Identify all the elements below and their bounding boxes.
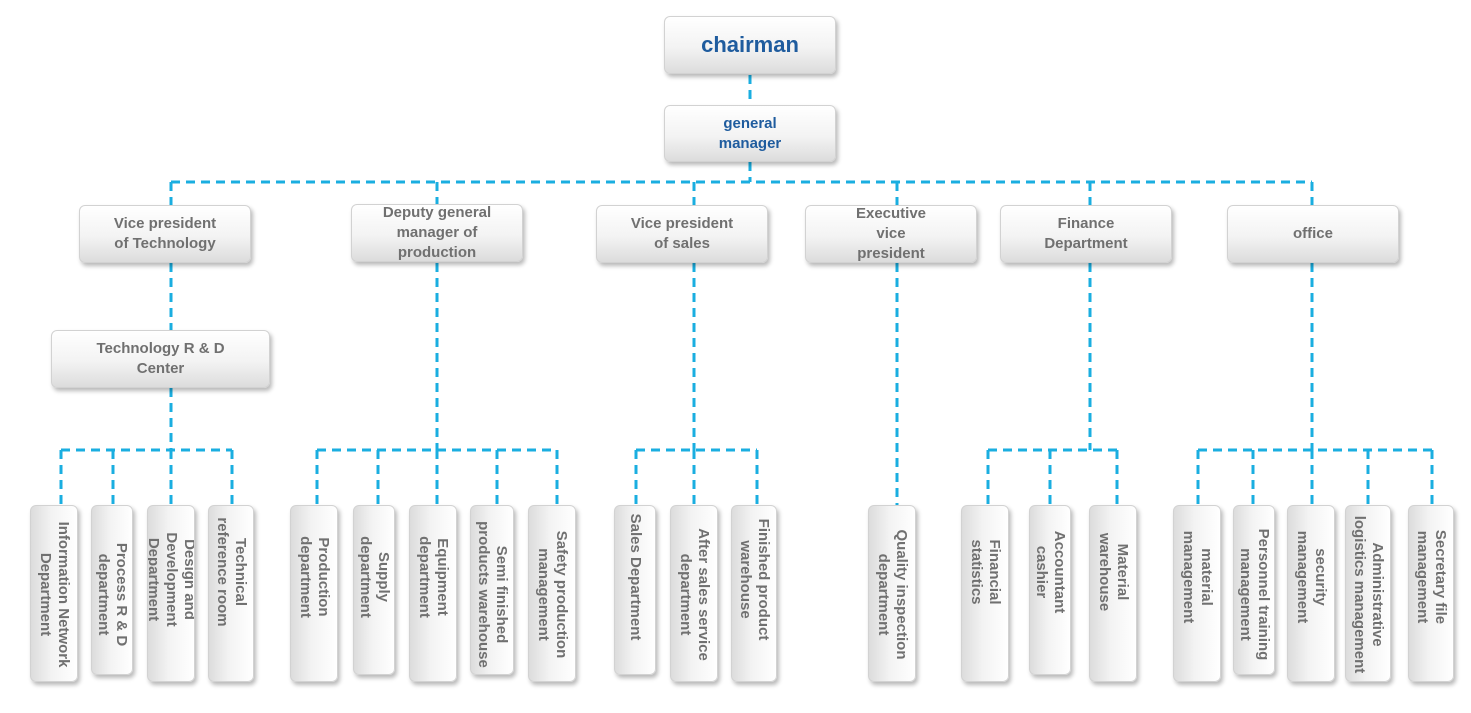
department-node: Safety production management — [528, 505, 576, 682]
branch-label: office — [1292, 225, 1333, 242]
department-node: After sales service department — [670, 505, 718, 682]
department-label: Accountant cashier — [1033, 530, 1068, 614]
connector-branch-finance — [986, 263, 1119, 505]
branch-node-executive: Executive vice president — [805, 205, 977, 263]
department-node: Technical reference room — [208, 505, 254, 682]
department-label: Equipment department — [416, 536, 451, 618]
connector-branch-sales — [634, 263, 759, 505]
department-node: Personnel training management — [1233, 505, 1275, 675]
general-manager-label: general manager — [718, 114, 782, 152]
department-node: material management — [1173, 505, 1221, 682]
department-node: Semi finished products warehouse — [470, 505, 514, 675]
department-node: Production department — [290, 505, 338, 682]
department-label: Production department — [297, 536, 332, 618]
department-label: Supply department — [357, 536, 392, 618]
branch-label: Deputy general manager of production — [382, 204, 492, 261]
department-label: Safety production management — [535, 530, 570, 659]
department-label: Semi finished products warehouse — [475, 521, 510, 668]
department-label: Administrative logistics management — [1351, 515, 1386, 674]
department-label: Financial statistics — [968, 539, 1003, 605]
branch-node-office: office — [1227, 205, 1399, 263]
connector-branch-production — [315, 263, 559, 505]
branch-node-finance: Finance Department — [1000, 205, 1172, 263]
department-node: Supply department — [353, 505, 395, 675]
department-label: Secretary file management — [1414, 529, 1449, 625]
branch-node-production: Deputy general manager of production — [351, 204, 523, 262]
department-label: security management — [1294, 530, 1329, 624]
department-node: Accountant cashier — [1029, 505, 1071, 675]
department-label: Finished product warehouse — [737, 518, 772, 641]
department-label: material management — [1180, 530, 1215, 624]
general-manager-node: general manager — [664, 105, 836, 162]
chairman-label: chairman — [701, 32, 799, 57]
department-label: Material warehouse — [1096, 532, 1131, 612]
department-label: Quality inspection department — [875, 529, 910, 660]
connector-branch-office — [1196, 263, 1434, 505]
branch-node-sales: Vice president of sales — [596, 205, 768, 263]
department-node: Equipment department — [409, 505, 457, 682]
chairman-node: chairman — [664, 16, 836, 74]
branch-label: Vice president of sales — [630, 215, 734, 252]
department-label: Information Network Department — [37, 521, 72, 668]
branch-label: Vice president of Technology — [113, 215, 217, 252]
department-label: Technical reference room — [214, 517, 249, 627]
department-node: Information Network Department — [30, 505, 78, 682]
department-node: Administrative logistics management — [1345, 505, 1391, 682]
department-label: Design and Development Department — [147, 532, 195, 627]
department-node: Secretary file management — [1408, 505, 1454, 682]
department-node: Quality inspection department — [868, 505, 916, 682]
tech-center-label: Technology R & D Center — [96, 340, 225, 377]
department-node: Design and Development Department — [147, 505, 195, 682]
tech-center-node: Technology R & D Center — [51, 330, 270, 388]
branch-node-technology: Vice president of Technology — [79, 205, 251, 263]
branch-label: Finance Department — [1044, 215, 1128, 252]
department-node: Process R & D department — [91, 505, 133, 675]
connector-branch-tech — [59, 263, 234, 505]
branch-label: Executive vice president — [855, 205, 927, 262]
department-node: Sales Department — [614, 505, 656, 675]
department-node: security management — [1287, 505, 1335, 682]
department-label: After sales service department — [677, 528, 712, 661]
department-node: Material warehouse — [1089, 505, 1137, 682]
department-label: Sales Department — [627, 513, 644, 641]
department-label: Personnel training management — [1237, 528, 1272, 661]
department-node: Finished product warehouse — [731, 505, 777, 682]
department-node: Financial statistics — [961, 505, 1009, 682]
department-label: Process R & D department — [95, 542, 130, 647]
